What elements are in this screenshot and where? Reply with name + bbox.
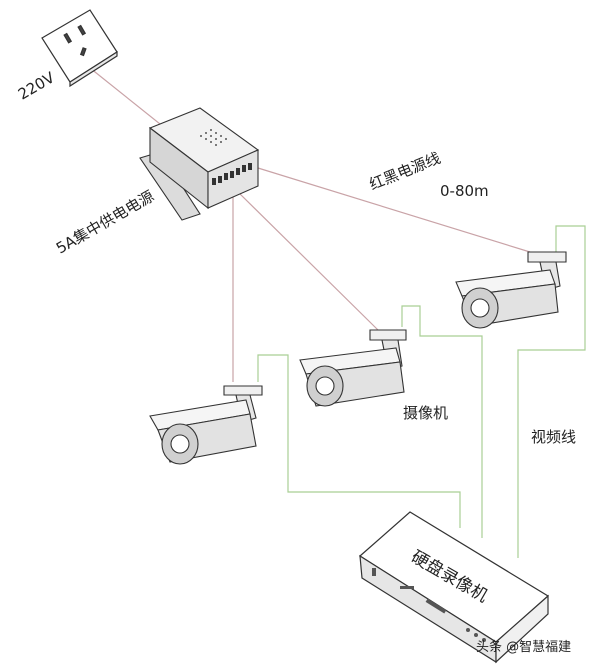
video-cable-camera-2 <box>401 305 483 538</box>
power-cable-to-camera-2 <box>237 191 379 331</box>
camera-2-bracket <box>369 329 407 341</box>
psu-vent-grille <box>200 129 227 146</box>
psu-terminal-block <box>212 163 252 185</box>
dvr-side <box>495 594 549 664</box>
video-cable-label: 视频线 <box>531 428 576 446</box>
outlet-slot-left <box>63 32 73 44</box>
video-cable-camera-1 <box>257 354 461 528</box>
camera-label: 摄像机 <box>403 404 448 422</box>
power-supply-box-icon <box>139 107 260 221</box>
power-cable-to-camera-3 <box>257 167 531 253</box>
voltage-label: 220V <box>15 68 58 103</box>
camera-2-lens <box>315 376 335 396</box>
video-cables <box>257 225 586 558</box>
camera-3-lens <box>470 298 490 318</box>
camera-3-bracket <box>527 251 567 263</box>
dvr-box-icon <box>359 511 550 664</box>
outlet-plate-edge <box>69 50 118 88</box>
power-cable-label: 红黑电源线 <box>367 149 443 194</box>
distance-label: 0-80m <box>440 182 489 200</box>
psu-side <box>207 149 259 209</box>
camera-1-lens <box>170 434 190 454</box>
watermark: 头条 @智慧福建 <box>476 639 571 655</box>
outlet-slot-ground <box>79 47 87 57</box>
mains-cable <box>89 67 166 129</box>
wall-outlet-icon <box>41 9 118 88</box>
camera-2 <box>299 329 407 407</box>
power-cables <box>89 67 531 382</box>
outlet-slot-right <box>77 24 87 36</box>
camera-1 <box>149 385 263 465</box>
power-supply-label: 5A集中供电电源 <box>53 187 157 257</box>
camera-3 <box>455 251 567 329</box>
dvr-front-panel-details <box>372 568 486 642</box>
outlet-plate <box>41 9 118 83</box>
video-cable-camera-3 <box>517 225 586 558</box>
camera-1-bracket <box>223 385 263 396</box>
bullet-camera-icon <box>149 251 567 465</box>
